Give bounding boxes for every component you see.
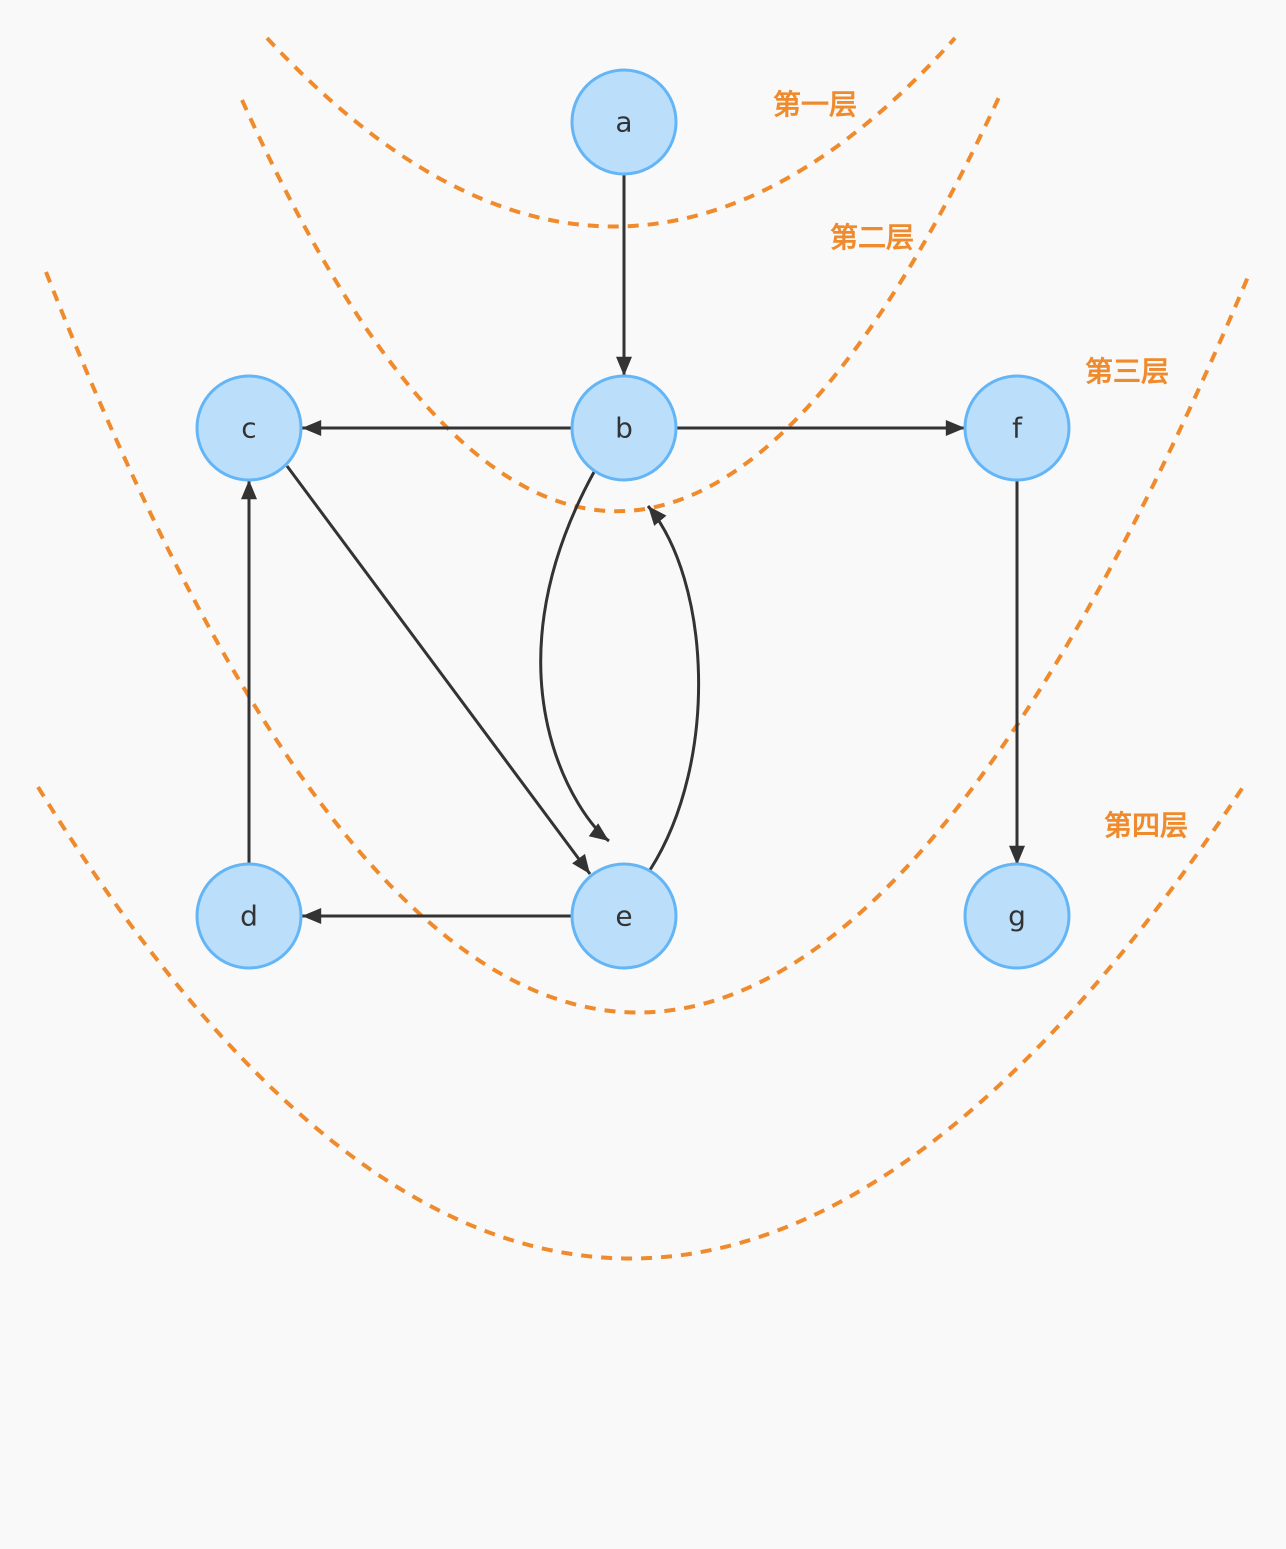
node-c[interactable]: c — [195, 374, 303, 482]
node-f[interactable]: f — [963, 374, 1071, 482]
edge-b-to-e — [539, 471, 610, 843]
node-e-label: e — [615, 900, 632, 933]
layer-label-3: 第三层 — [1085, 355, 1169, 388]
node-f-label: f — [1012, 412, 1023, 445]
layer-2-boundary — [240, 94, 1002, 514]
layer-label-1: 第一层 — [773, 88, 857, 121]
layer-label-2: 第二层 — [830, 221, 914, 254]
node-e[interactable]: e — [570, 862, 678, 970]
layer-curves — [36, 36, 1252, 1261]
layer-1-boundary — [265, 36, 957, 229]
node-g[interactable]: g — [963, 862, 1071, 970]
node-d-label: d — [240, 900, 258, 933]
edges — [241, 175, 1025, 924]
edge-e-to-b — [646, 505, 701, 871]
node-b-label: b — [615, 412, 633, 445]
node-c-label: c — [241, 412, 256, 445]
layer-4-boundary — [36, 785, 1245, 1261]
node-d[interactable]: d — [195, 862, 303, 970]
layer-labels: 第一层 第二层 第三层 第四层 — [773, 88, 1188, 842]
nodes: a b c f d e g — [195, 68, 1071, 970]
layer-label-4: 第四层 — [1104, 809, 1188, 842]
node-g-label: g — [1008, 900, 1026, 933]
edge-c-to-e — [285, 465, 592, 875]
node-a[interactable]: a — [570, 68, 678, 176]
node-a-label: a — [615, 106, 632, 139]
layer-3-boundary — [44, 271, 1252, 1015]
node-b[interactable]: b — [570, 374, 678, 482]
